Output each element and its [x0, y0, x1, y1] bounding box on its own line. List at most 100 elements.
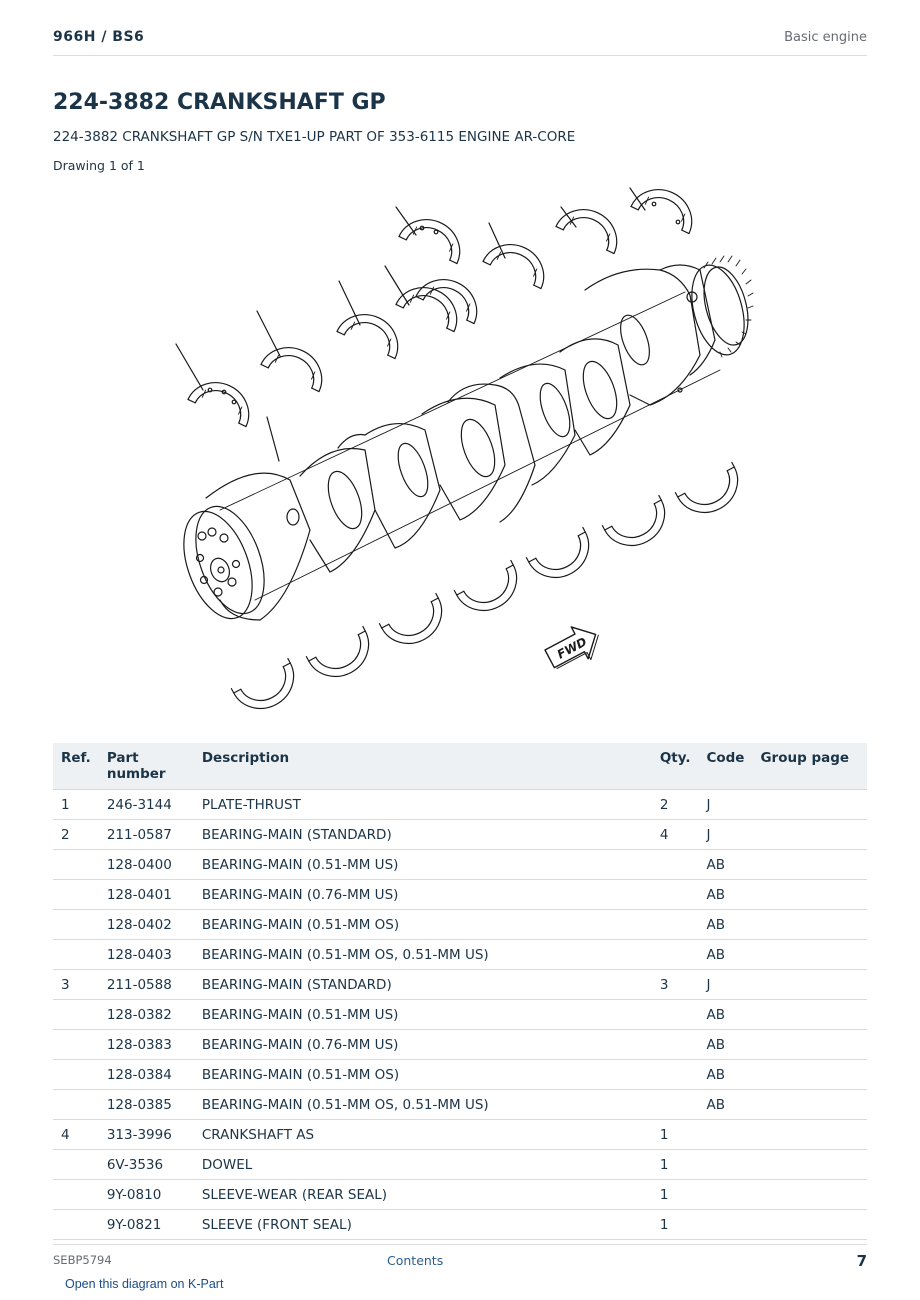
group-page-cell [752, 1059, 867, 1090]
upper-bearing-shell-1 [187, 371, 260, 428]
part-number-cell: 128-0383 [98, 1029, 194, 1060]
upper-bearing-shell-6 [482, 233, 555, 290]
reference-leader-lines [175, 187, 646, 462]
contents-link[interactable]: Contents [387, 1253, 444, 1268]
description-cell: PLATE-THRUST [193, 789, 652, 820]
code-cell [698, 1179, 753, 1210]
code-cell: J [698, 819, 753, 850]
qty-cell [651, 939, 699, 970]
column-qty: Qty. [651, 743, 699, 790]
qty-cell [651, 1089, 699, 1120]
header-divider [53, 55, 867, 56]
code-cell: AB [698, 879, 753, 910]
part-number-cell: 128-0403 [98, 939, 194, 970]
code-cell: AB [698, 909, 753, 940]
upper-bearing-shell-5 [398, 208, 471, 265]
qty-cell [651, 999, 699, 1030]
ref-cell [53, 849, 99, 880]
footer-divider [53, 1244, 867, 1245]
part-number-cell: 6V-3536 [98, 1149, 194, 1180]
lower-bearing-shell-7 [674, 461, 749, 525]
lower-bearing-shell-1 [230, 657, 305, 721]
code-cell [698, 1209, 753, 1240]
ref-cell: 1 [53, 789, 99, 820]
qty-cell: 2 [651, 789, 699, 820]
description-cell: BEARING-MAIN (STANDARD) [193, 969, 652, 1000]
group-page-cell [752, 1089, 867, 1120]
group-page-cell [752, 879, 867, 910]
description-cell: BEARING-MAIN (0.51-MM OS) [193, 1059, 652, 1090]
thrust-plate-pair [395, 268, 488, 333]
code-cell: AB [698, 1089, 753, 1120]
part-number-cell: 313-3996 [98, 1119, 194, 1150]
description-cell: BEARING-MAIN (0.51-MM OS) [193, 909, 652, 940]
crankshaft-exploded-diagram: FWD [175, 180, 754, 721]
part-number-cell: 128-0382 [98, 999, 194, 1030]
description-cell: BEARING-MAIN (0.76-MM US) [193, 1029, 652, 1060]
ref-cell [53, 879, 99, 910]
description-cell: CRANKSHAFT AS [193, 1119, 652, 1150]
group-page-cell [752, 939, 867, 970]
column-ref: Ref. [53, 743, 99, 790]
lower-bearing-shell-6 [601, 494, 676, 558]
description-cell: BEARING-MAIN (0.51-MM US) [193, 999, 652, 1030]
group-page-cell [752, 999, 867, 1030]
qty-cell [651, 1029, 699, 1060]
ref-cell [53, 939, 99, 970]
group-page-cell [752, 819, 867, 850]
code-cell: J [698, 789, 753, 820]
code-cell [698, 1149, 753, 1180]
upper-bearing-shell-8 [630, 180, 703, 235]
qty-cell: 1 [651, 1179, 699, 1210]
qty-cell: 1 [651, 1149, 699, 1180]
group-page-cell [752, 789, 867, 820]
code-cell: AB [698, 939, 753, 970]
lower-bearing-shell-2 [305, 625, 380, 689]
open-in-kpart-link[interactable]: Open this diagram on K-Part [65, 1277, 224, 1291]
ref-cell [53, 1029, 99, 1060]
ref-cell [53, 1179, 99, 1210]
group-page-cell [752, 909, 867, 940]
ref-cell [53, 999, 99, 1030]
code-cell: AB [698, 849, 753, 880]
crankshaft-assembly [183, 255, 754, 621]
ref-cell: 2 [53, 819, 99, 850]
drawing-count: Drawing 1 of 1 [53, 158, 145, 173]
column-code: Code [698, 743, 753, 790]
column-part-number: Part number [98, 743, 194, 790]
group-page-cell [752, 1179, 867, 1210]
group-page-cell [752, 849, 867, 880]
lower-bearing-shell-5 [525, 526, 600, 590]
part-number-cell: 128-0385 [98, 1089, 194, 1120]
description-cell: BEARING-MAIN (0.76-MM US) [193, 879, 652, 910]
qty-cell [651, 849, 699, 880]
code-cell [698, 1119, 753, 1150]
code-cell: J [698, 969, 753, 1000]
part-number-cell: 9Y-0810 [98, 1179, 194, 1210]
qty-cell [651, 879, 699, 910]
description-cell: SLEEVE (FRONT SEAL) [193, 1209, 652, 1240]
ref-cell: 4 [53, 1119, 99, 1150]
lower-bearing-shell-3 [378, 592, 453, 656]
ref-cell [53, 1089, 99, 1120]
upper-bearing-shell-7 [555, 198, 628, 255]
upper-bearing-shell-2 [260, 336, 333, 393]
description-cell: SLEEVE-WEAR (REAR SEAL) [193, 1179, 652, 1210]
lower-bearing-shell-4 [453, 559, 528, 623]
ref-cell [53, 1209, 99, 1240]
part-number-cell: 9Y-0821 [98, 1209, 194, 1240]
code-cell: AB [698, 999, 753, 1030]
section-label: Basic engine [784, 30, 867, 45]
